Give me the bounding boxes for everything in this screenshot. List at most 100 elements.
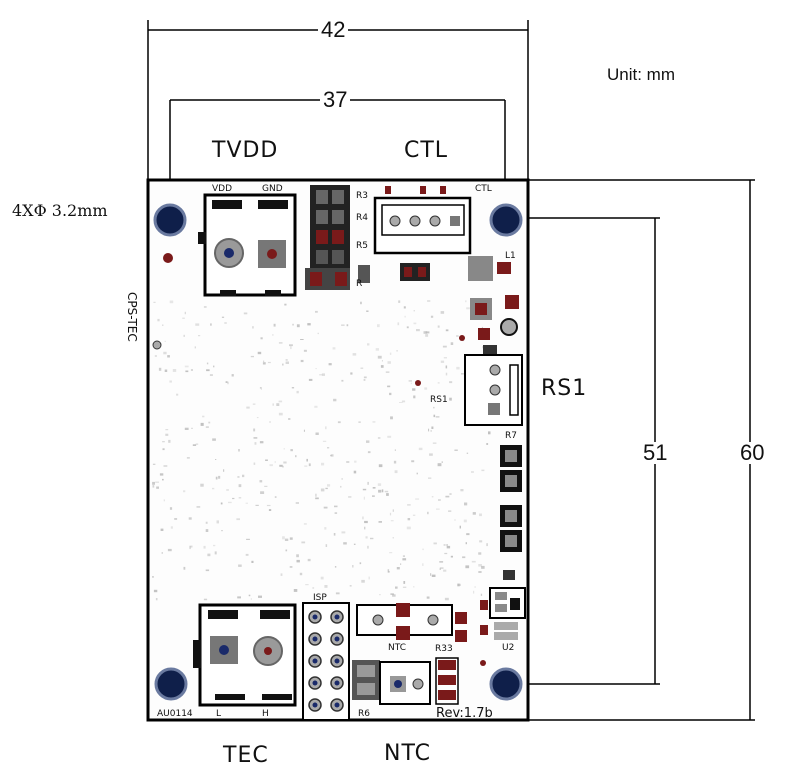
speckle <box>407 504 411 506</box>
speckle <box>427 300 431 302</box>
speckle <box>295 455 297 458</box>
speckle <box>377 355 382 359</box>
speckle <box>400 563 402 565</box>
resistor-column-right <box>500 445 522 580</box>
speckle <box>368 576 370 580</box>
speckle <box>303 349 307 352</box>
silk-r7: R7 <box>505 431 517 441</box>
speckle <box>184 311 186 315</box>
speckle <box>343 542 347 545</box>
speckle <box>413 310 415 312</box>
speckle <box>189 545 193 548</box>
speckle <box>474 586 476 588</box>
speckle <box>450 555 453 558</box>
speckle <box>443 544 446 546</box>
board-texture <box>152 300 494 601</box>
speckle <box>155 481 159 483</box>
speckle <box>341 531 346 534</box>
mount-hole-top-right <box>489 203 523 237</box>
speckle <box>427 511 429 515</box>
speckle <box>315 432 319 435</box>
speckle <box>290 346 292 350</box>
speckle <box>280 573 283 576</box>
silk-l: L <box>216 709 222 719</box>
speckle <box>385 371 390 373</box>
speckle <box>408 380 412 382</box>
speckle <box>314 405 318 408</box>
speckle <box>303 429 305 432</box>
speckle <box>367 343 370 346</box>
speckle <box>182 317 185 319</box>
speckle <box>306 458 308 462</box>
speckle <box>296 390 299 394</box>
speckle <box>478 571 482 573</box>
speckle <box>227 381 229 385</box>
speckle <box>481 326 483 329</box>
speckle <box>431 574 436 577</box>
speckle <box>375 348 379 351</box>
speckle <box>386 493 389 496</box>
speckle <box>433 414 436 418</box>
speckle <box>465 300 467 303</box>
speckle <box>196 506 201 508</box>
speckle <box>390 520 394 522</box>
speckle <box>360 301 362 305</box>
speckle <box>403 306 406 309</box>
speckle <box>390 593 394 595</box>
speckle <box>358 421 361 423</box>
speckle <box>186 457 190 459</box>
speckle <box>248 594 251 597</box>
speckle <box>320 576 324 580</box>
speckle <box>389 552 393 554</box>
speckle <box>366 310 369 312</box>
speckle <box>158 367 162 371</box>
speckle <box>413 322 417 325</box>
speckle <box>353 543 356 545</box>
speckle <box>167 548 172 552</box>
silk-h: H <box>262 709 269 719</box>
speckle <box>250 355 254 358</box>
speckle <box>478 552 482 555</box>
speckle <box>481 565 485 569</box>
speckle <box>377 483 382 486</box>
speckle <box>433 542 437 545</box>
speckle <box>253 437 258 439</box>
silk-r33: R33 <box>435 644 453 654</box>
speckle <box>260 491 265 494</box>
rs1-connector <box>464 354 523 426</box>
silk-r: R <box>356 279 363 289</box>
speckle <box>441 461 443 463</box>
speckle <box>387 569 390 571</box>
speckle <box>279 464 283 467</box>
speckle <box>208 421 211 424</box>
speckle <box>437 463 442 467</box>
speckle <box>410 382 412 385</box>
unit-label: Unit: mm <box>607 65 675 84</box>
mount-hole-bottom-right <box>489 667 523 701</box>
speckle <box>412 514 416 516</box>
speckle <box>341 324 345 326</box>
speckle <box>390 416 393 420</box>
speckle <box>250 598 252 600</box>
speckle <box>265 459 268 461</box>
speckle <box>242 474 245 478</box>
speckle <box>296 554 299 558</box>
speckle <box>320 488 325 492</box>
speckle <box>152 576 154 578</box>
speckle <box>392 509 394 512</box>
speckle <box>449 381 453 384</box>
speckle <box>278 412 283 416</box>
speckle <box>305 584 309 586</box>
speckle <box>183 490 186 493</box>
speckle <box>163 351 167 355</box>
dimension-51-label: 51 <box>640 442 671 464</box>
speckle <box>253 428 256 432</box>
speckle <box>246 538 250 540</box>
speckle <box>372 421 376 423</box>
speckle <box>367 481 369 485</box>
tec-label: TEC <box>223 743 269 768</box>
silk-ntc: NTC <box>388 643 406 653</box>
speckle <box>183 334 185 337</box>
speckle <box>207 553 211 557</box>
ctl-label: CTL <box>404 138 449 163</box>
